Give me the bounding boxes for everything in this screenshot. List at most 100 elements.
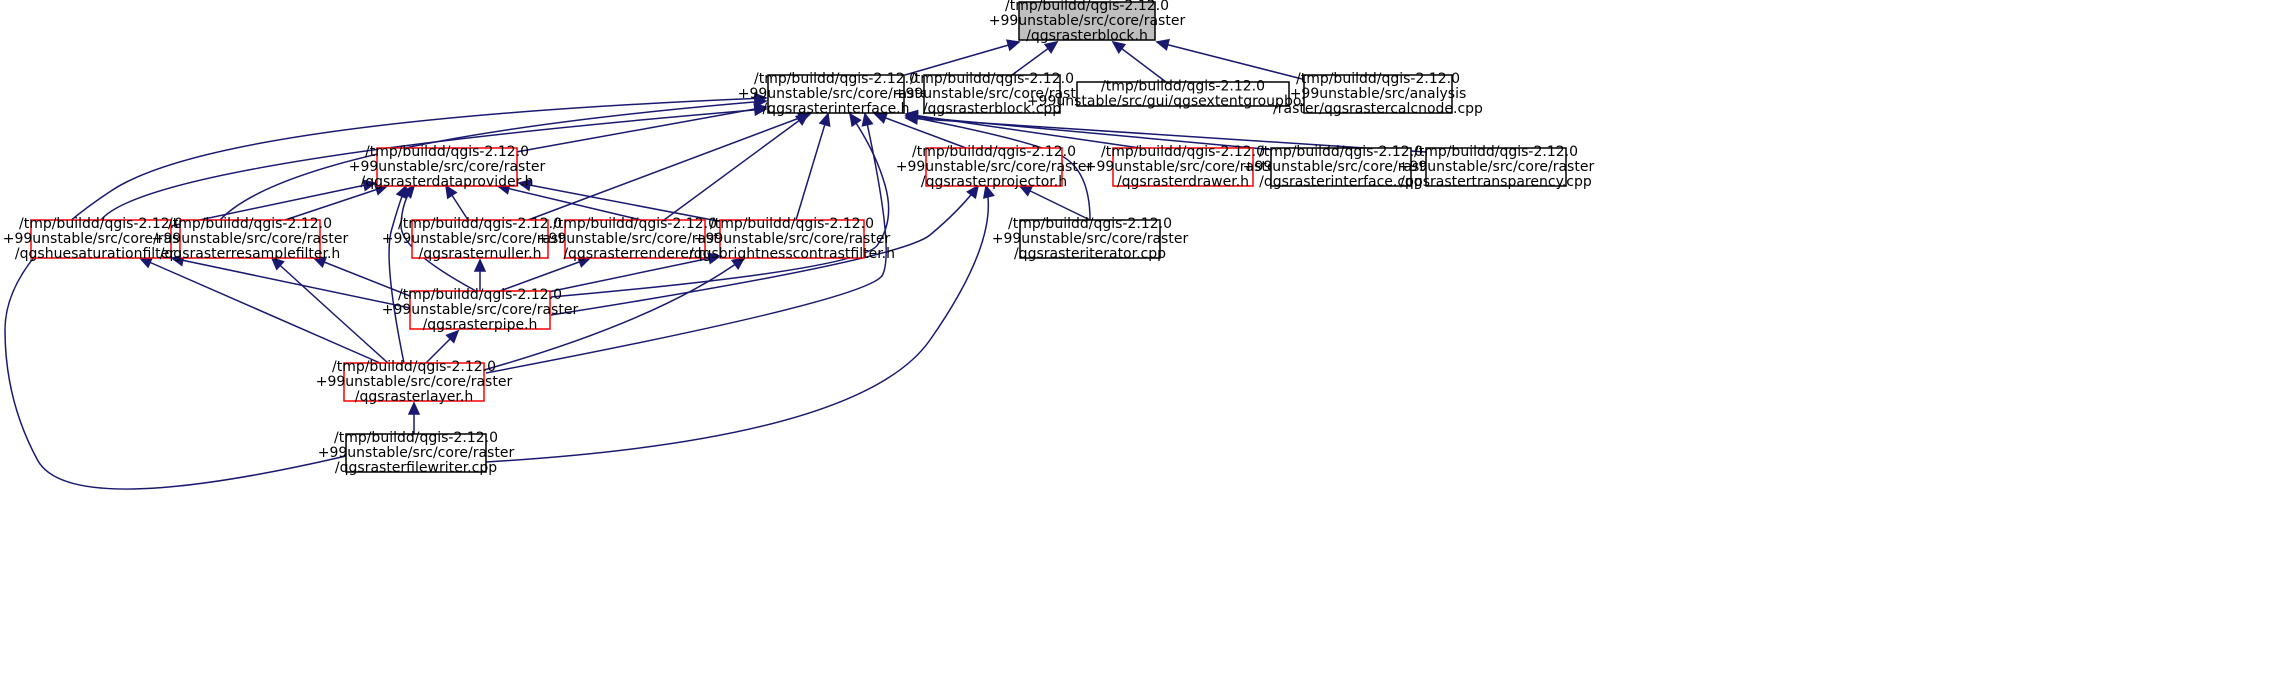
edge-huesaturationfilter_h-to-rasterdataprovider_h — [170, 179, 377, 227]
node-box — [1303, 74, 1453, 114]
node-rasteriterator-cpp[interactable]: /tmp/buildd/qgis-2.12.0+99unstable/src/c… — [992, 216, 1189, 262]
node-rasterblock-h[interactable]: /tmp/buildd/qgis-2.12.0+99unstable/src/c… — [989, 0, 1186, 44]
node-layer: /tmp/buildd/qgis-2.12.0+99unstable/src/c… — [3, 0, 1595, 476]
node-label-line: +99unstable/src/core/raster — [1243, 159, 1440, 175]
edge-rasterlayer_h-to-huesaturationfilter_h — [138, 257, 381, 364]
arrowhead — [445, 329, 460, 344]
arrowhead — [753, 103, 768, 117]
node-box — [1112, 147, 1254, 187]
node-rasterprojector-h[interactable]: /tmp/buildd/qgis-2.12.0+99unstable/src/c… — [896, 144, 1093, 190]
node-rasterdataprovider-h[interactable]: /tmp/buildd/qgis-2.12.0+99unstable/src/c… — [349, 144, 546, 190]
node-box — [719, 219, 865, 259]
edge-line — [100, 108, 767, 221]
edge-huesaturationfilter_h-to-rasterinterface_h — [100, 103, 768, 221]
node-label-line: /qgsrasterpipe.h — [423, 317, 538, 333]
arrowhead — [818, 112, 831, 128]
node-rasterfilewriter-cpp[interactable]: /tmp/buildd/qgis-2.12.0+99unstable/src/c… — [318, 430, 515, 476]
node-box — [376, 147, 518, 187]
arrowhead — [848, 112, 862, 128]
edge-line — [388, 185, 407, 364]
node-label-line: /tmp/buildd/qgis-2.12.0 — [19, 216, 183, 232]
node-label-line: /qgsrasternuller.h — [419, 246, 542, 262]
edge-line — [527, 113, 811, 221]
node-label-line: /qgsrasterfilewriter.cpp — [335, 460, 497, 476]
node-label-line: /tmp/buildd/qgis-2.12.0 — [754, 71, 918, 87]
node-rasterinterface-cpp[interactable]: /tmp/buildd/qgis-2.12.0+99unstable/src/c… — [1243, 144, 1440, 190]
node-label-line: /qgsrasteriterator.cpp — [1014, 246, 1166, 262]
node-label-line: +99unstable/src/core/raster — [318, 445, 515, 461]
edge-rasterresamplefilter_h-to-rasterdataprovider_h — [284, 183, 389, 221]
edge-rasteriterator_cpp-to-rasterprojector_h — [1018, 185, 1091, 221]
node-label-line: +99unstable/src/core/raster — [316, 374, 513, 390]
node-box — [345, 433, 487, 473]
node-label-line: +99unstable/src/core/raster — [894, 86, 1091, 102]
node-label-line: /raster/qgsrastercalcnode.cpp — [1273, 101, 1483, 117]
node-label-line: /tmp/buildd/qgis-2.12.0 — [553, 216, 717, 232]
node-rastercalcnode-cpp[interactable]: /tmp/buildd/qgis-2.12.0+99unstable/src/a… — [1273, 71, 1483, 117]
node-label-line: /qgsrasterprojector.h — [921, 174, 1067, 190]
node-rasterdrawer-h[interactable]: /tmp/buildd/qgis-2.12.0+99unstable/src/c… — [1085, 144, 1282, 190]
arrowhead — [270, 256, 285, 271]
node-label-line: /qgsrasterinterface.h — [762, 101, 909, 117]
node-box — [925, 147, 1063, 187]
node-label-line: +99unstable/src/gui/qgsextentgroupbox.cp… — [1027, 94, 1339, 110]
edge-rasternuller_h-to-rasterinterface_h — [527, 112, 812, 221]
node-box — [767, 74, 905, 114]
node-rasterlayer-h[interactable]: /tmp/buildd/qgis-2.12.0+99unstable/src/c… — [316, 359, 513, 405]
node-rasterinterface-h[interactable]: /tmp/buildd/qgis-2.12.0+99unstable/src/c… — [738, 71, 935, 117]
node-label-line: /qgsrasterdataprovider.h — [361, 174, 534, 190]
edge-line — [271, 257, 389, 364]
edge-line — [904, 41, 1020, 76]
node-label-line: /tmp/buildd/qgis-2.12.0 — [1005, 0, 1169, 14]
edge-rasterfilewriter_cpp-to-rasterlayer_h — [407, 401, 421, 434]
edge-rasterinterface_h-to-rasterblock_h — [904, 39, 1021, 76]
edge-rastercalcnode_cpp-to-rasterblock_h — [1155, 38, 1307, 81]
edge-line — [139, 257, 381, 364]
node-label-line: /tmp/buildd/qgis-2.12.0 — [1101, 79, 1265, 95]
node-huesaturationfilter-h[interactable]: /tmp/buildd/qgis-2.12.0+99unstable/src/c… — [3, 216, 200, 262]
node-label-line: /qgshuesaturationfilter.h — [15, 246, 187, 262]
node-label-line: +99unstable/src/core/raster — [694, 231, 891, 247]
node-brightnesscontrastfilter-h[interactable]: /tmp/buildd/qgis-2.12.0+99unstable/src/c… — [689, 216, 895, 262]
node-label-line: /qgsrasterrenderer.h — [563, 246, 706, 262]
edge-rasternuller_h-to-rasterdataprovider_h — [445, 184, 469, 221]
node-box — [179, 219, 321, 259]
edge-line — [485, 185, 990, 463]
node-label-line: +99unstable/src/core/raster — [896, 159, 1093, 175]
node-rastertransparency-cpp[interactable]: /tmp/buildd/qgis-2.12.0+99unstable/src/c… — [1398, 144, 1595, 190]
edge-line — [518, 182, 724, 223]
edge-line — [4, 97, 767, 490]
edge-line — [171, 257, 411, 309]
edge-rasterfilewriter_cpp-to-rasterinterface_h — [4, 92, 768, 490]
edge-line — [499, 257, 591, 292]
node-label-line: /tmp/buildd/qgis-2.12.0 — [168, 216, 332, 232]
node-rasterpipe-h[interactable]: /tmp/buildd/qgis-2.12.0+99unstable/src/c… — [382, 287, 579, 333]
edge-rasterlayer_h-to-rasterdataprovider_h — [388, 184, 408, 364]
node-box — [343, 362, 485, 402]
node-label-line: +99unstable/src/core/raster — [1398, 159, 1595, 175]
edge-rasterlayer_h-to-rasterinterface_h — [485, 112, 887, 374]
node-label-line: /tmp/buildd/qgis-2.12.0 — [1414, 144, 1578, 160]
node-label-line: /qgsrasterblock.cpp — [923, 101, 1061, 117]
node-label-line: /tmp/buildd/qgis-2.12.0 — [334, 430, 498, 446]
node-label-line: /qgsrasterinterface.cpp — [1259, 174, 1423, 190]
node-rasternuller-h[interactable]: /tmp/buildd/qgis-2.12.0+99unstable/src/c… — [382, 216, 579, 262]
node-label-line: /qgsbrightnesscontrastfilter.h — [689, 246, 895, 262]
node-rasterresamplefilter-h[interactable]: /tmp/buildd/qgis-2.12.0+99unstable/src/c… — [152, 216, 349, 262]
node-extentgroupbox-cpp[interactable]: /tmp/buildd/qgis-2.12.0+99unstable/src/g… — [1027, 79, 1339, 110]
node-label-line: /tmp/buildd/qgis-2.12.0 — [910, 71, 1074, 87]
arrowhead — [707, 252, 722, 265]
node-label-line: +99unstable/src/core/raster — [992, 231, 1189, 247]
node-label-line: +99unstable/src/core/raster — [382, 231, 579, 247]
node-rasterblock-cpp[interactable]: /tmp/buildd/qgis-2.12.0+99unstable/src/c… — [894, 71, 1091, 117]
edge-rasterpipe_h-to-rasterinterface_h — [550, 112, 890, 298]
edge-rasterlayer_h-to-rasterpipe_h — [425, 329, 460, 364]
node-label-line: /tmp/buildd/qgis-2.12.0 — [912, 144, 1076, 160]
node-label-line: /tmp/buildd/qgis-2.12.0 — [1296, 71, 1460, 87]
edge-line — [795, 113, 829, 221]
node-rasterrenderer-h[interactable]: /tmp/buildd/qgis-2.12.0+99unstable/src/c… — [537, 216, 734, 262]
edge-line — [313, 257, 411, 297]
edge-line — [550, 185, 979, 316]
arrowhead — [1005, 39, 1021, 52]
